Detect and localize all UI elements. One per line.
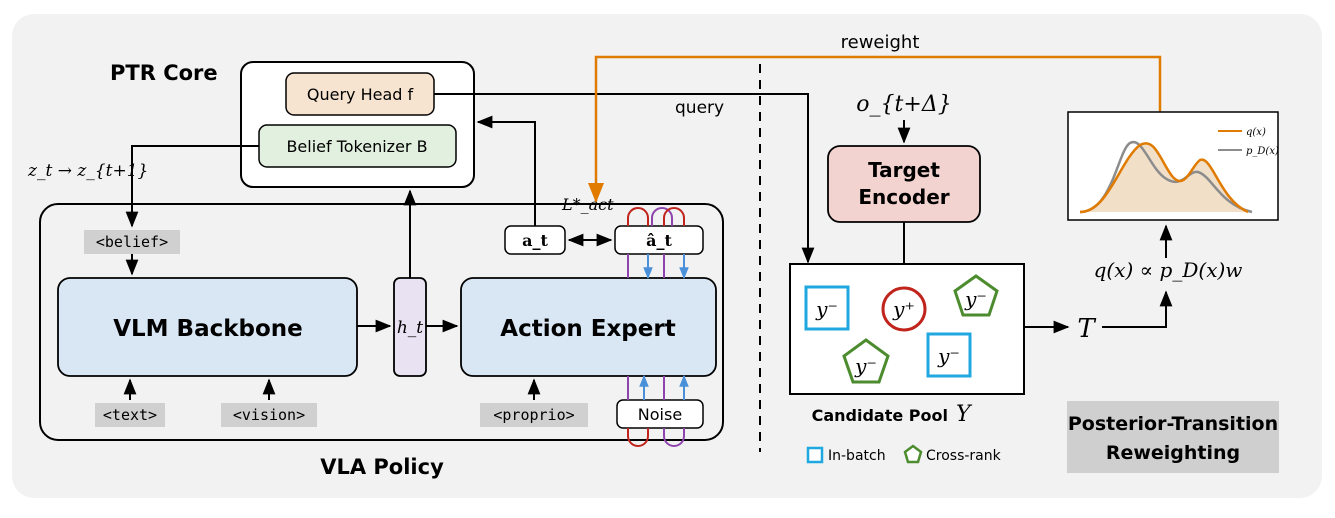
posterior-title-line2: Reweighting [1106, 442, 1240, 464]
transition-symbol: T [1077, 314, 1096, 344]
q-curve [1079, 142, 1249, 214]
p-curve [1079, 140, 1253, 214]
vision-token-label: <vision> [233, 406, 305, 424]
vla-policy-title: VLA Policy [320, 455, 444, 479]
belief-tokenizer-label: Belief Tokenizer B [286, 137, 427, 156]
query-head-label: Query Head f [307, 85, 414, 104]
legend-q-label: q(x) [1246, 127, 1266, 138]
candidate-pool-symbol: Y [956, 402, 973, 427]
posterior-title-line1: Posterior-Transition [1068, 413, 1278, 435]
density-plot: q(x) p_D(x) [1067, 111, 1279, 221]
belief-token [84, 230, 180, 254]
vision-token [221, 403, 317, 427]
action-hat-label: â_t [646, 231, 672, 250]
loss-label: L*_act [561, 195, 614, 214]
proprio-token [480, 403, 588, 427]
arrow-T-formula [1102, 290, 1173, 328]
action-label: a_t [522, 231, 548, 250]
proprio-token-label: <proprio> [493, 406, 574, 424]
pool-item-in-batch-1 [804, 285, 850, 331]
pool-item-label: y⁻ [964, 287, 987, 311]
legend-cross-rank-label: Cross-rank [926, 448, 1002, 464]
posterior-formula: q(x) ∝ p_D(x)w [1094, 258, 1243, 282]
hidden-state-label: h_t [397, 318, 423, 338]
target-encoder-line2: Encoder [858, 185, 949, 209]
target-observation: o_{t+Δ} [856, 92, 951, 117]
z-transition-label: z_t → z_{t+1} [27, 161, 148, 181]
text-token [95, 403, 165, 427]
action-expert-label: Action Expert [500, 316, 675, 342]
reweight-arrow [588, 55, 1162, 203]
posterior-title-box [1067, 401, 1279, 473]
noise-label: Noise [638, 405, 682, 424]
legend-cross-rank-icon [903, 444, 923, 464]
pool-item-label: y⁻ [854, 354, 877, 378]
pool-item-label: y⁻ [937, 344, 960, 368]
candidate-pool-caption: Candidate Pool [812, 406, 948, 425]
text-token-label: <text> [103, 406, 157, 424]
pool-item-label: y⁺ [892, 297, 915, 321]
reweight-label: reweight [841, 32, 920, 53]
pool-item-cross-rank-1 [953, 274, 999, 317]
legend-in-batch-label: In-batch [828, 448, 886, 464]
pool-item-positive [881, 286, 927, 332]
ptr-core-title: PTR Core [110, 61, 218, 85]
belief-token-label: <belief> [96, 233, 168, 251]
action-expert-box[interactable] [460, 277, 717, 377]
pool-item-cross-rank-2 [842, 338, 890, 384]
noise-box [616, 399, 704, 429]
legend-in-batch-icon [806, 446, 824, 464]
arrows-left [123, 93, 815, 400]
pool-item-in-batch-2 [926, 332, 972, 378]
action-hat-box [614, 225, 704, 255]
vlm-backbone-label: VLM Backbone [113, 316, 303, 342]
target-encoder-line1: Target [868, 158, 940, 182]
query-label: query [675, 98, 724, 118]
flow-loops-top [627, 207, 689, 280]
pool-item-label: y⁻ [815, 297, 838, 321]
legend-p-label: p_D(x) [1246, 146, 1279, 157]
flow-loops-bottom [627, 374, 689, 447]
